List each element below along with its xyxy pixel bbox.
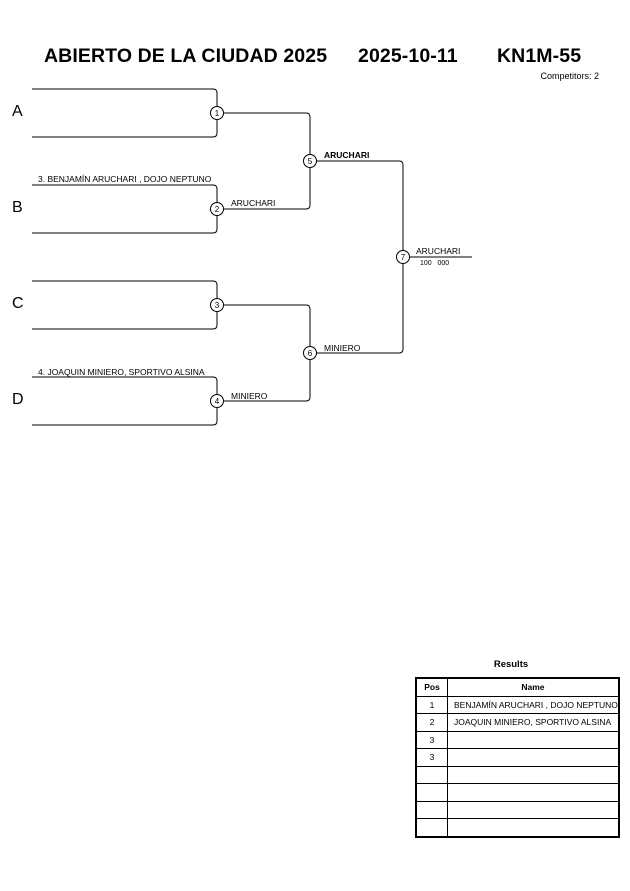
results-header-name: Name bbox=[446, 677, 620, 697]
bracket-match-1 bbox=[32, 88, 218, 138]
results-row: 3 bbox=[415, 730, 620, 749]
winner-match-2: ARUCHARI bbox=[231, 198, 276, 208]
bracket-match-7 bbox=[317, 160, 404, 354]
winner-match-5: ARUCHARI bbox=[324, 150, 370, 160]
results-name bbox=[446, 730, 620, 749]
results-name bbox=[446, 765, 620, 784]
results-header-pos: Pos bbox=[415, 677, 448, 697]
results-row bbox=[415, 818, 620, 837]
event-date: 2025-10-11 bbox=[358, 45, 458, 67]
pool-label-a: A bbox=[12, 103, 23, 120]
results-row: 3 bbox=[415, 748, 620, 767]
results-row bbox=[415, 765, 620, 784]
bracket-match-4 bbox=[32, 376, 218, 426]
match-number-4: 4 bbox=[215, 397, 220, 406]
category-code: KN1M-55 bbox=[497, 45, 582, 67]
results-pos: 1 bbox=[415, 695, 448, 714]
results-name: BENJAMÍN ARUCHARI , DOJO NEPTUNO bbox=[446, 695, 620, 714]
event-title: ABIERTO DE LA CIUDAD 2025 bbox=[44, 45, 328, 67]
pool-label-d: D bbox=[12, 391, 24, 408]
bracket-match-5 bbox=[224, 112, 311, 210]
results-row bbox=[415, 783, 620, 802]
results-pos bbox=[415, 783, 448, 802]
bracket-match-6 bbox=[224, 304, 311, 402]
results-header-row: Pos Name bbox=[415, 677, 620, 697]
winner-match-6: MINIERO bbox=[324, 343, 361, 353]
match-number-3: 3 bbox=[215, 301, 220, 310]
pool-label-b: B bbox=[12, 199, 23, 216]
results-pos bbox=[415, 765, 448, 784]
match-number-5: 5 bbox=[308, 157, 313, 166]
entry-d: 4. JOAQUIN MINIERO, SPORTIVO ALSINA bbox=[38, 367, 205, 377]
bracket-match-3 bbox=[32, 280, 218, 330]
results-pos bbox=[415, 800, 448, 819]
results-row bbox=[415, 800, 620, 819]
results-pos: 2 bbox=[415, 713, 448, 732]
results-title: Results bbox=[493, 659, 529, 670]
results-name: JOAQUIN MINIERO, SPORTIVO ALSINA bbox=[446, 713, 620, 732]
results-pos: 3 bbox=[415, 748, 448, 767]
results-name bbox=[446, 800, 620, 819]
competitors-count: Competitors: 2 bbox=[540, 71, 599, 81]
final-winner: ARUCHARI bbox=[416, 246, 461, 256]
match-number-6: 6 bbox=[308, 349, 313, 358]
match-number-7: 7 bbox=[401, 253, 406, 262]
results-name bbox=[446, 818, 620, 837]
pool-label-c: C bbox=[12, 295, 24, 312]
results-pos: 3 bbox=[415, 730, 448, 749]
winner-match-4: MINIERO bbox=[231, 391, 268, 401]
results-name bbox=[446, 748, 620, 767]
final-score: 100 000 bbox=[420, 260, 450, 267]
results-name bbox=[446, 783, 620, 802]
results-pos bbox=[415, 818, 448, 837]
bracket-match-2 bbox=[32, 184, 218, 234]
entry-b: 3. BENJAMÍN ARUCHARI , DOJO NEPTUNO bbox=[38, 174, 212, 184]
match-number-2: 2 bbox=[215, 205, 220, 214]
match-number-1: 1 bbox=[215, 109, 220, 118]
